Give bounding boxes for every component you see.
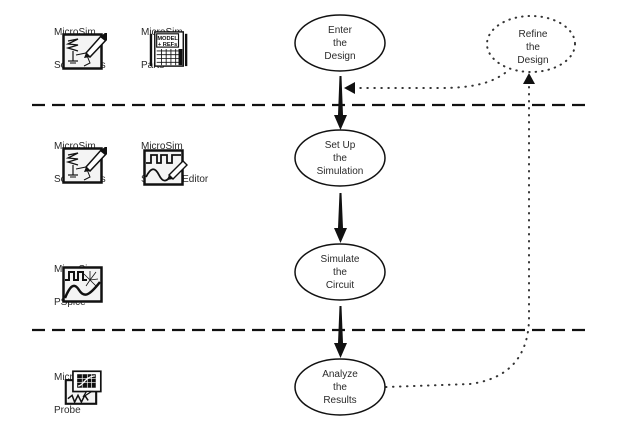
stimulus-waveform-icon [143,149,188,186]
step-text: Results [323,395,356,406]
arrow-setup-to-simulate [334,193,347,243]
step-text: the [333,38,347,49]
step-text: the [333,267,347,278]
step-text: Design [324,51,355,62]
step-analyze-results: Analyze the Results [294,358,386,416]
feedback-path-refine-to-enter [354,72,506,89]
step-text: Simulate [321,254,360,265]
step-text: the [526,42,540,53]
step-text: Set Up [325,140,356,151]
pspice-waveform-icon [62,266,103,303]
step-text: Enter [328,25,353,36]
step-text: Circuit [326,280,355,291]
step-text: the [333,382,347,393]
parts-icon-text: + REFs [158,42,177,48]
parts-model-icon: MODEL + REFs [149,31,188,67]
arrow-enter-to-setup [334,76,347,130]
tool-label-line: Probe [54,405,81,416]
step-text: Refine [519,29,548,40]
arrowhead-left-icon [344,82,355,94]
schematics-pencil-icon [62,147,107,184]
feedback-path-analyze-to-refine [385,83,530,388]
step-text: Simulation [317,166,364,177]
step-refine-design: Refine the Design [486,15,576,73]
step-setup-simulation: Set Up the Simulation [294,129,386,187]
step-enter-design: Enter the Design [294,14,386,72]
parts-icon-text: MODEL [157,36,178,42]
step-text: Design [517,55,548,66]
step-text: the [333,153,347,164]
step-simulate-circuit: Simulate the Circuit [294,243,386,301]
probe-graph-icon [64,370,102,405]
schematics-pencil-icon [62,33,107,70]
arrow-simulate-to-analyze [334,306,347,358]
step-text: Analyze [322,369,358,380]
tool-label-line: Parts [141,60,165,71]
arrowhead-up-icon [523,73,535,84]
tool-label-line: MicroSim [54,141,96,152]
tool-label-line: MicroSim [54,27,96,38]
tool-label-line: MicroSim [141,141,183,152]
